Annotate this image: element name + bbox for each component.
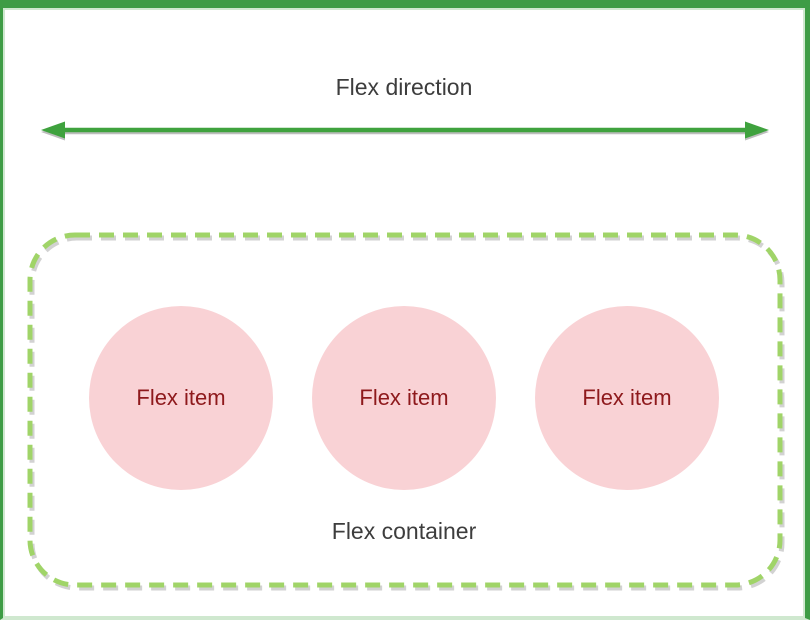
flex-direction-arrow-icon — [41, 121, 769, 139]
flex-item-circle: Flex item — [535, 306, 719, 490]
dashed-rounded-rect — [27, 232, 783, 588]
flex-item-circle: Flex item — [312, 306, 496, 490]
flex-container-dashed-border — [27, 232, 783, 588]
flex-item-label: Flex item — [582, 385, 672, 410]
flex-container-label: Flex container — [331, 518, 477, 544]
flex-direction-label: Flex direction — [335, 74, 473, 100]
flex-item-circle: Flex item — [89, 306, 273, 490]
flex-item-label: Flex item — [136, 385, 226, 410]
arrow-right-head-icon — [745, 121, 769, 139]
flex-item-label: Flex item — [359, 385, 449, 410]
arrow-left-head-icon — [41, 121, 65, 139]
